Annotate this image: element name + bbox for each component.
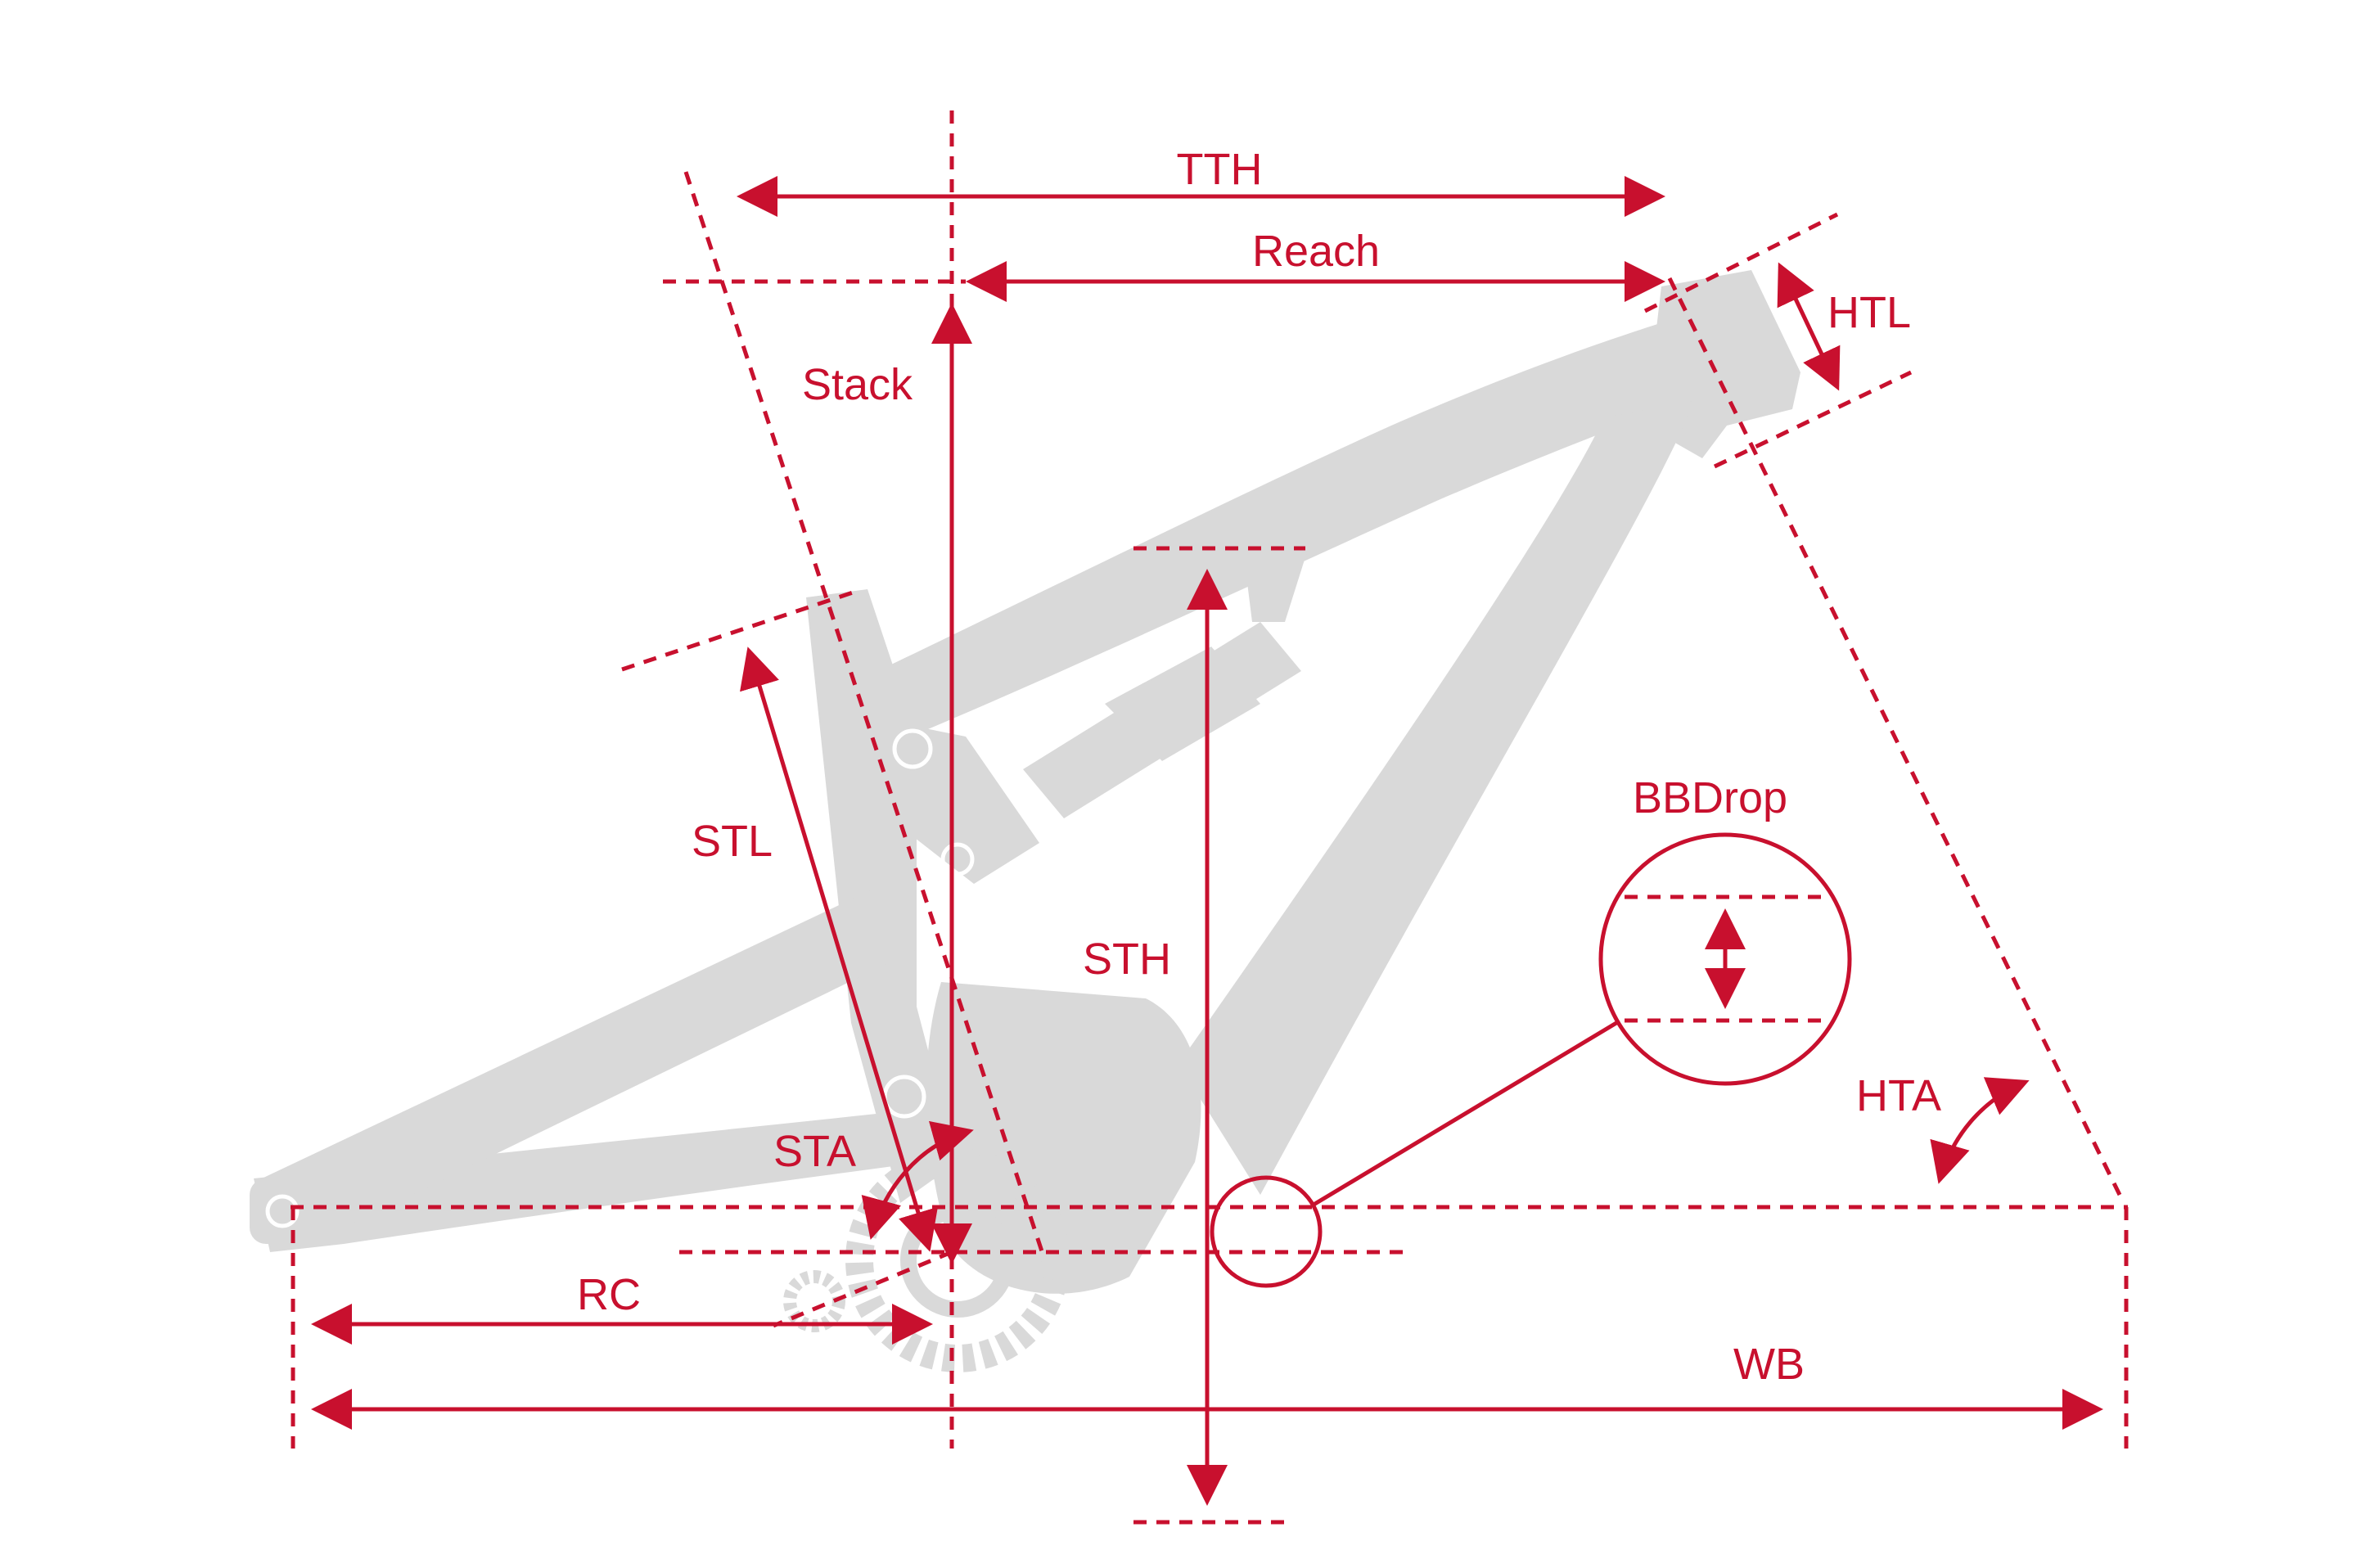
labels: TTH Reach HTL Stack STL STH BBDrop HTA S… <box>577 145 1941 1389</box>
top-tube <box>843 315 1735 741</box>
seat-tube-top-guide <box>621 588 859 672</box>
head-tube-top-guide <box>1643 212 1839 313</box>
label-tth: TTH <box>1177 145 1263 194</box>
htl-arrow <box>1777 262 1841 391</box>
bbdrop-callout <box>1210 832 1852 1288</box>
bbdrop-magnifier-circle <box>1598 832 1852 1086</box>
sta-arc-arrow <box>861 1120 974 1240</box>
label-rc: RC <box>577 1270 641 1319</box>
label-stl: STL <box>692 817 773 866</box>
measurement-arrows <box>311 176 2103 1506</box>
label-bbdrop: BBDrop <box>1633 773 1787 822</box>
rear-axle-hole <box>265 1194 300 1228</box>
motor-housing <box>926 982 1201 1294</box>
label-sth: STH <box>1083 935 1171 984</box>
label-sta: STA <box>773 1127 856 1176</box>
label-hta: HTA <box>1856 1071 1941 1120</box>
label-htl: HTL <box>1827 288 1911 337</box>
shock-mount <box>1244 544 1309 622</box>
rear-dropout <box>250 1178 315 1244</box>
label-reach: Reach <box>1252 227 1380 276</box>
head-tube-axis <box>1667 277 2122 1196</box>
hta-arc-arrow <box>1930 1077 2030 1184</box>
label-wb: WB <box>1733 1340 1805 1389</box>
seat-tube-axis <box>683 171 1046 1257</box>
bb-highlight-circle <box>1210 1175 1323 1288</box>
bbdrop-leader-line <box>1312 1021 1618 1207</box>
label-stack: Stack <box>802 360 913 409</box>
down-tube <box>1178 401 1694 1195</box>
cassette-cog <box>783 1270 845 1332</box>
